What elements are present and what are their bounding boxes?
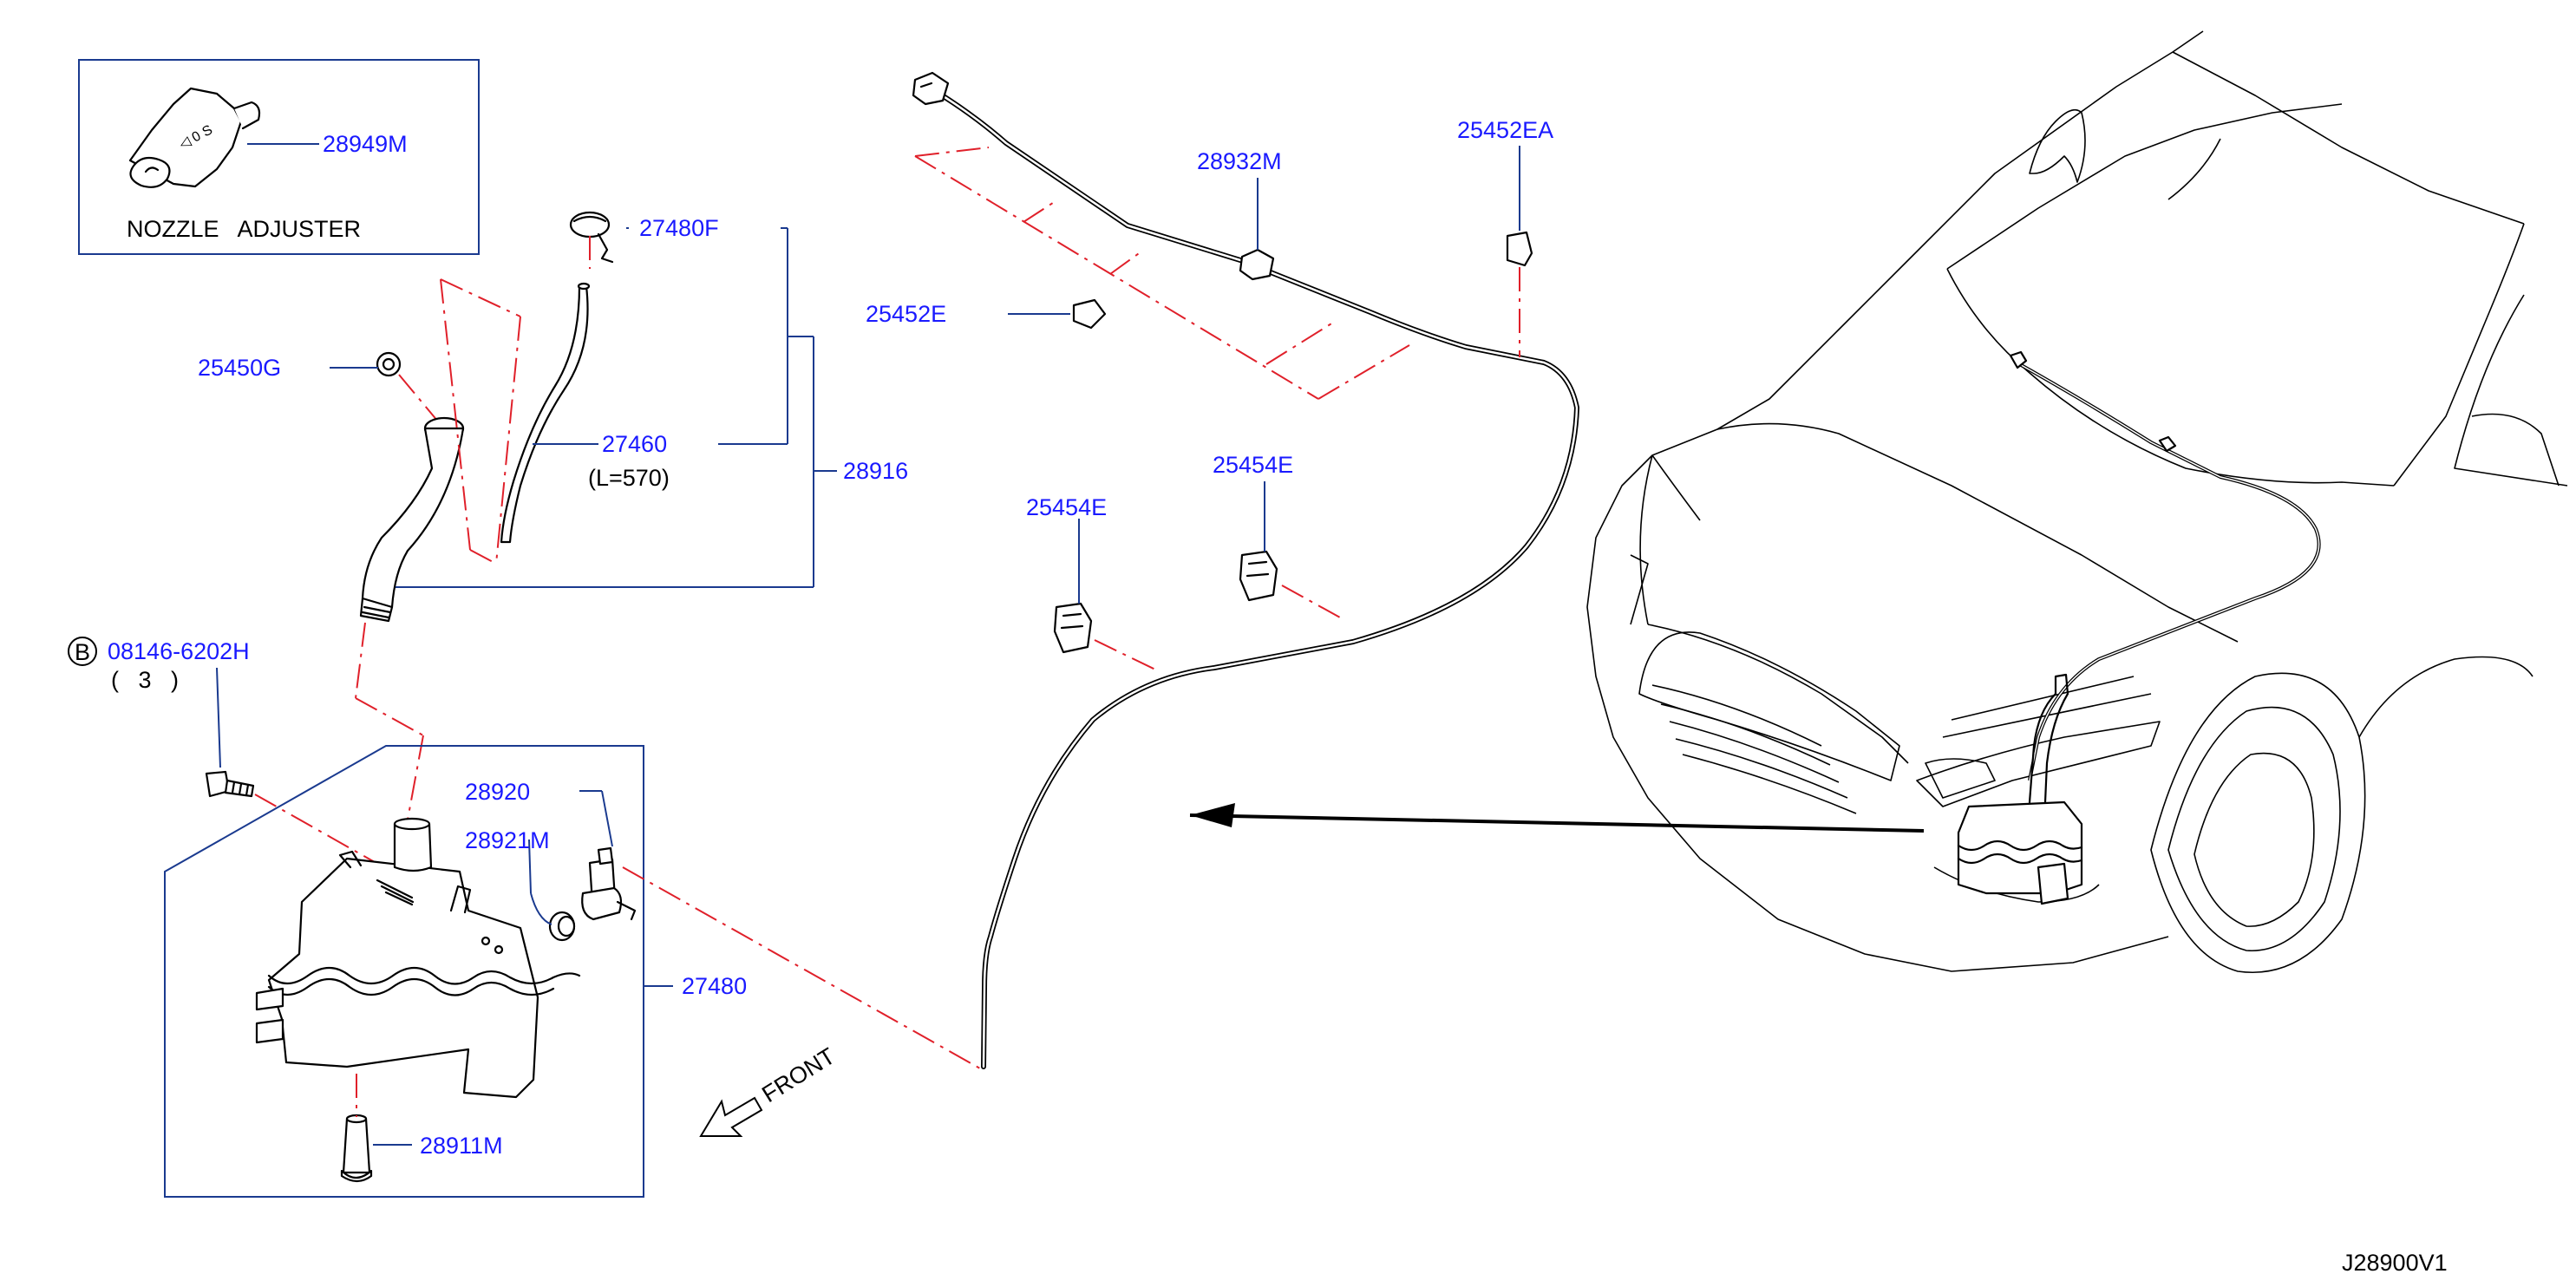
clip-25454E-lower[interactable] <box>1053 602 1093 654</box>
clip-25452EA[interactable] <box>1506 231 1533 267</box>
filler-neck[interactable] <box>359 416 465 623</box>
washer-hose-routing[interactable] <box>925 84 1579 1069</box>
connector-25452E[interactable] <box>1072 298 1107 330</box>
front-arrow: FRONT <box>699 1042 840 1137</box>
part-number-25452EA[interactable]: 25452EA <box>1457 117 1553 143</box>
tank-assembly-frame <box>164 745 644 1198</box>
inset-caption: NOZZLE ADJUSTER <box>127 216 361 242</box>
bolt-quantity: ( 3 ) <box>111 667 179 693</box>
diagram-code: J28900V1 <box>2342 1250 2448 1276</box>
front-arrow-icon <box>699 1096 763 1137</box>
part-number-25452E[interactable]: 25452E <box>866 301 946 327</box>
part-number-28911M[interactable]: 28911M <box>420 1133 503 1159</box>
grommet-28921M[interactable] <box>548 911 576 942</box>
pump-28920[interactable] <box>581 846 637 921</box>
nozzle-adjuster-part[interactable]: ◁ 0 S <box>128 87 261 188</box>
hose-length: (L=570) <box>588 465 670 491</box>
part-number-27480[interactable]: 27480 <box>682 973 747 999</box>
part-number-28932M[interactable]: 28932M <box>1197 148 1282 174</box>
bolt-08146[interactable] <box>205 770 255 798</box>
vehicle-washer-routing <box>2009 350 2321 781</box>
part-number-25454E-upper[interactable]: 25454E <box>1213 452 1293 478</box>
part-number-28916[interactable]: 28916 <box>843 458 908 484</box>
view-arrow <box>1189 803 1925 833</box>
part-number-27480F[interactable]: 27480F <box>639 215 719 241</box>
washer-tank-27480[interactable] <box>255 817 581 1099</box>
vehicle-outline <box>1586 30 2568 973</box>
part-number-08146-6202H[interactable]: 08146-6202H <box>108 638 250 664</box>
part-number-25450G[interactable]: 25450G <box>198 355 281 381</box>
filler-cap-27480F[interactable] <box>569 211 614 269</box>
vehicle-tank-detail <box>1957 673 2083 905</box>
grommet-25450G[interactable] <box>376 351 402 377</box>
front-label: FRONT <box>757 1042 840 1107</box>
bolt-marker: B <box>68 637 97 666</box>
part-number-28920[interactable]: 28920 <box>465 779 530 805</box>
nozzle-left[interactable] <box>912 71 950 106</box>
part-number-28949M[interactable]: 28949M <box>323 131 408 157</box>
nozzle-adjuster-inset: ◁ 0 S 28949M NOZZLE ADJUSTER <box>78 59 480 255</box>
hose-27460[interactable] <box>500 282 591 544</box>
part-number-28921M[interactable]: 28921M <box>465 827 550 853</box>
part-number-27460[interactable]: 27460 <box>602 431 667 457</box>
view-arrow-icon <box>1190 803 1235 827</box>
filter-28911M[interactable] <box>340 1074 373 1183</box>
part-number-25454E-lower[interactable]: 25454E <box>1026 494 1107 520</box>
clip-25454E-upper[interactable] <box>1239 550 1278 602</box>
bolt-marker-icon: B <box>75 639 90 665</box>
clip-28932M[interactable] <box>1239 248 1275 281</box>
